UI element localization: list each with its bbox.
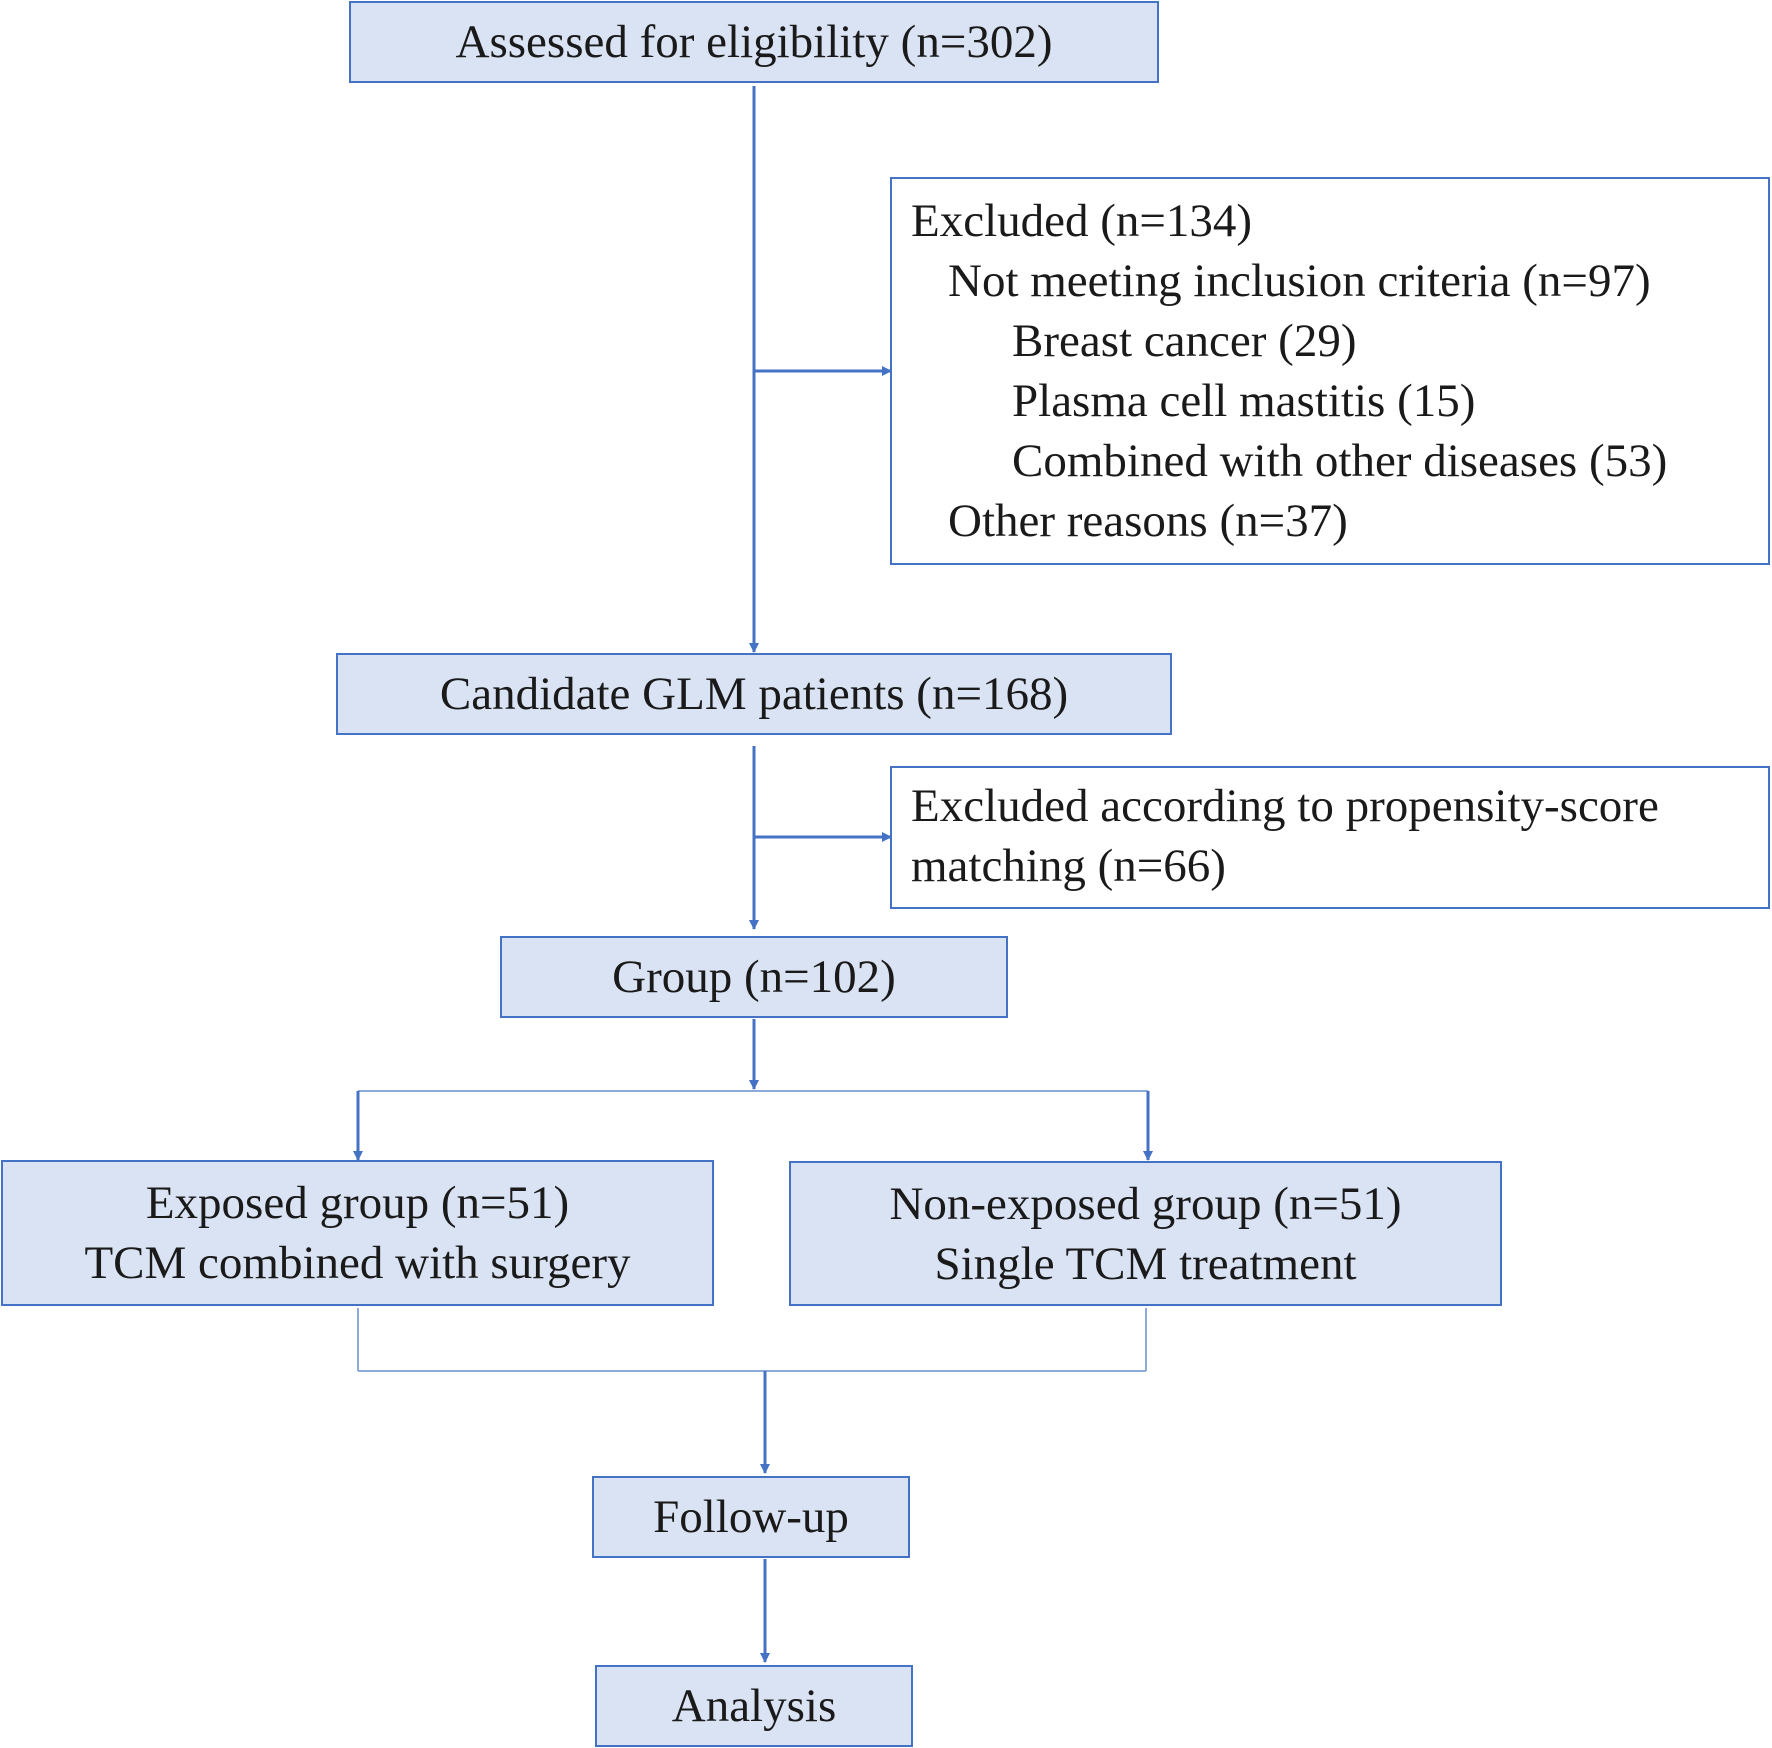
breast-cancer-count: Breast cancer (29) <box>1012 315 1357 367</box>
psm-excluded-box: Excluded according to propensity-score m… <box>890 766 1770 909</box>
group-box: Group (n=102) <box>500 936 1008 1018</box>
assessed-box: Assessed for eligibility (n=302) <box>349 1 1159 83</box>
candidate-box: Candidate GLM patients (n=168) <box>336 653 1172 735</box>
not-meeting-criteria: Not meeting inclusion criteria (n=97) <box>948 255 1651 307</box>
non-exposed-group-treatment: Single TCM treatment <box>934 1237 1357 1290</box>
other-reasons-count: Other reasons (n=37) <box>948 495 1348 547</box>
exposed-group-title: Exposed group (n=51) <box>145 1177 570 1229</box>
excluded-box: Excluded (n=134) Not meeting inclusion c… <box>890 177 1770 565</box>
followup-box: Follow-up <box>592 1476 910 1558</box>
exposed-group-box: Exposed group (n=51) TCM combined with s… <box>1 1160 714 1306</box>
psm-excluded-line2: matching (n=66) <box>911 840 1226 892</box>
exposed-group-treatment: TCM combined with surgery <box>84 1237 631 1289</box>
excluded-title: Excluded (n=134) <box>911 195 1253 247</box>
analysis-label: Analysis <box>671 1680 837 1732</box>
followup-label: Follow-up <box>653 1491 849 1543</box>
non-exposed-group-box: Non-exposed group (n=51) Single TCM trea… <box>789 1161 1502 1306</box>
non-exposed-group-title: Non-exposed group (n=51) <box>889 1177 1402 1230</box>
group-label: Group (n=102) <box>612 951 896 1003</box>
candidate-label: Candidate GLM patients (n=168) <box>439 668 1069 720</box>
analysis-box: Analysis <box>595 1665 913 1747</box>
assessed-label: Assessed for eligibility (n=302) <box>455 16 1053 68</box>
combined-diseases-count: Combined with other diseases (53) <box>1012 435 1668 487</box>
psm-excluded-line1: Excluded according to propensity-score <box>911 780 1659 832</box>
plasma-cell-mastitis-count: Plasma cell mastitis (15) <box>1012 375 1476 427</box>
